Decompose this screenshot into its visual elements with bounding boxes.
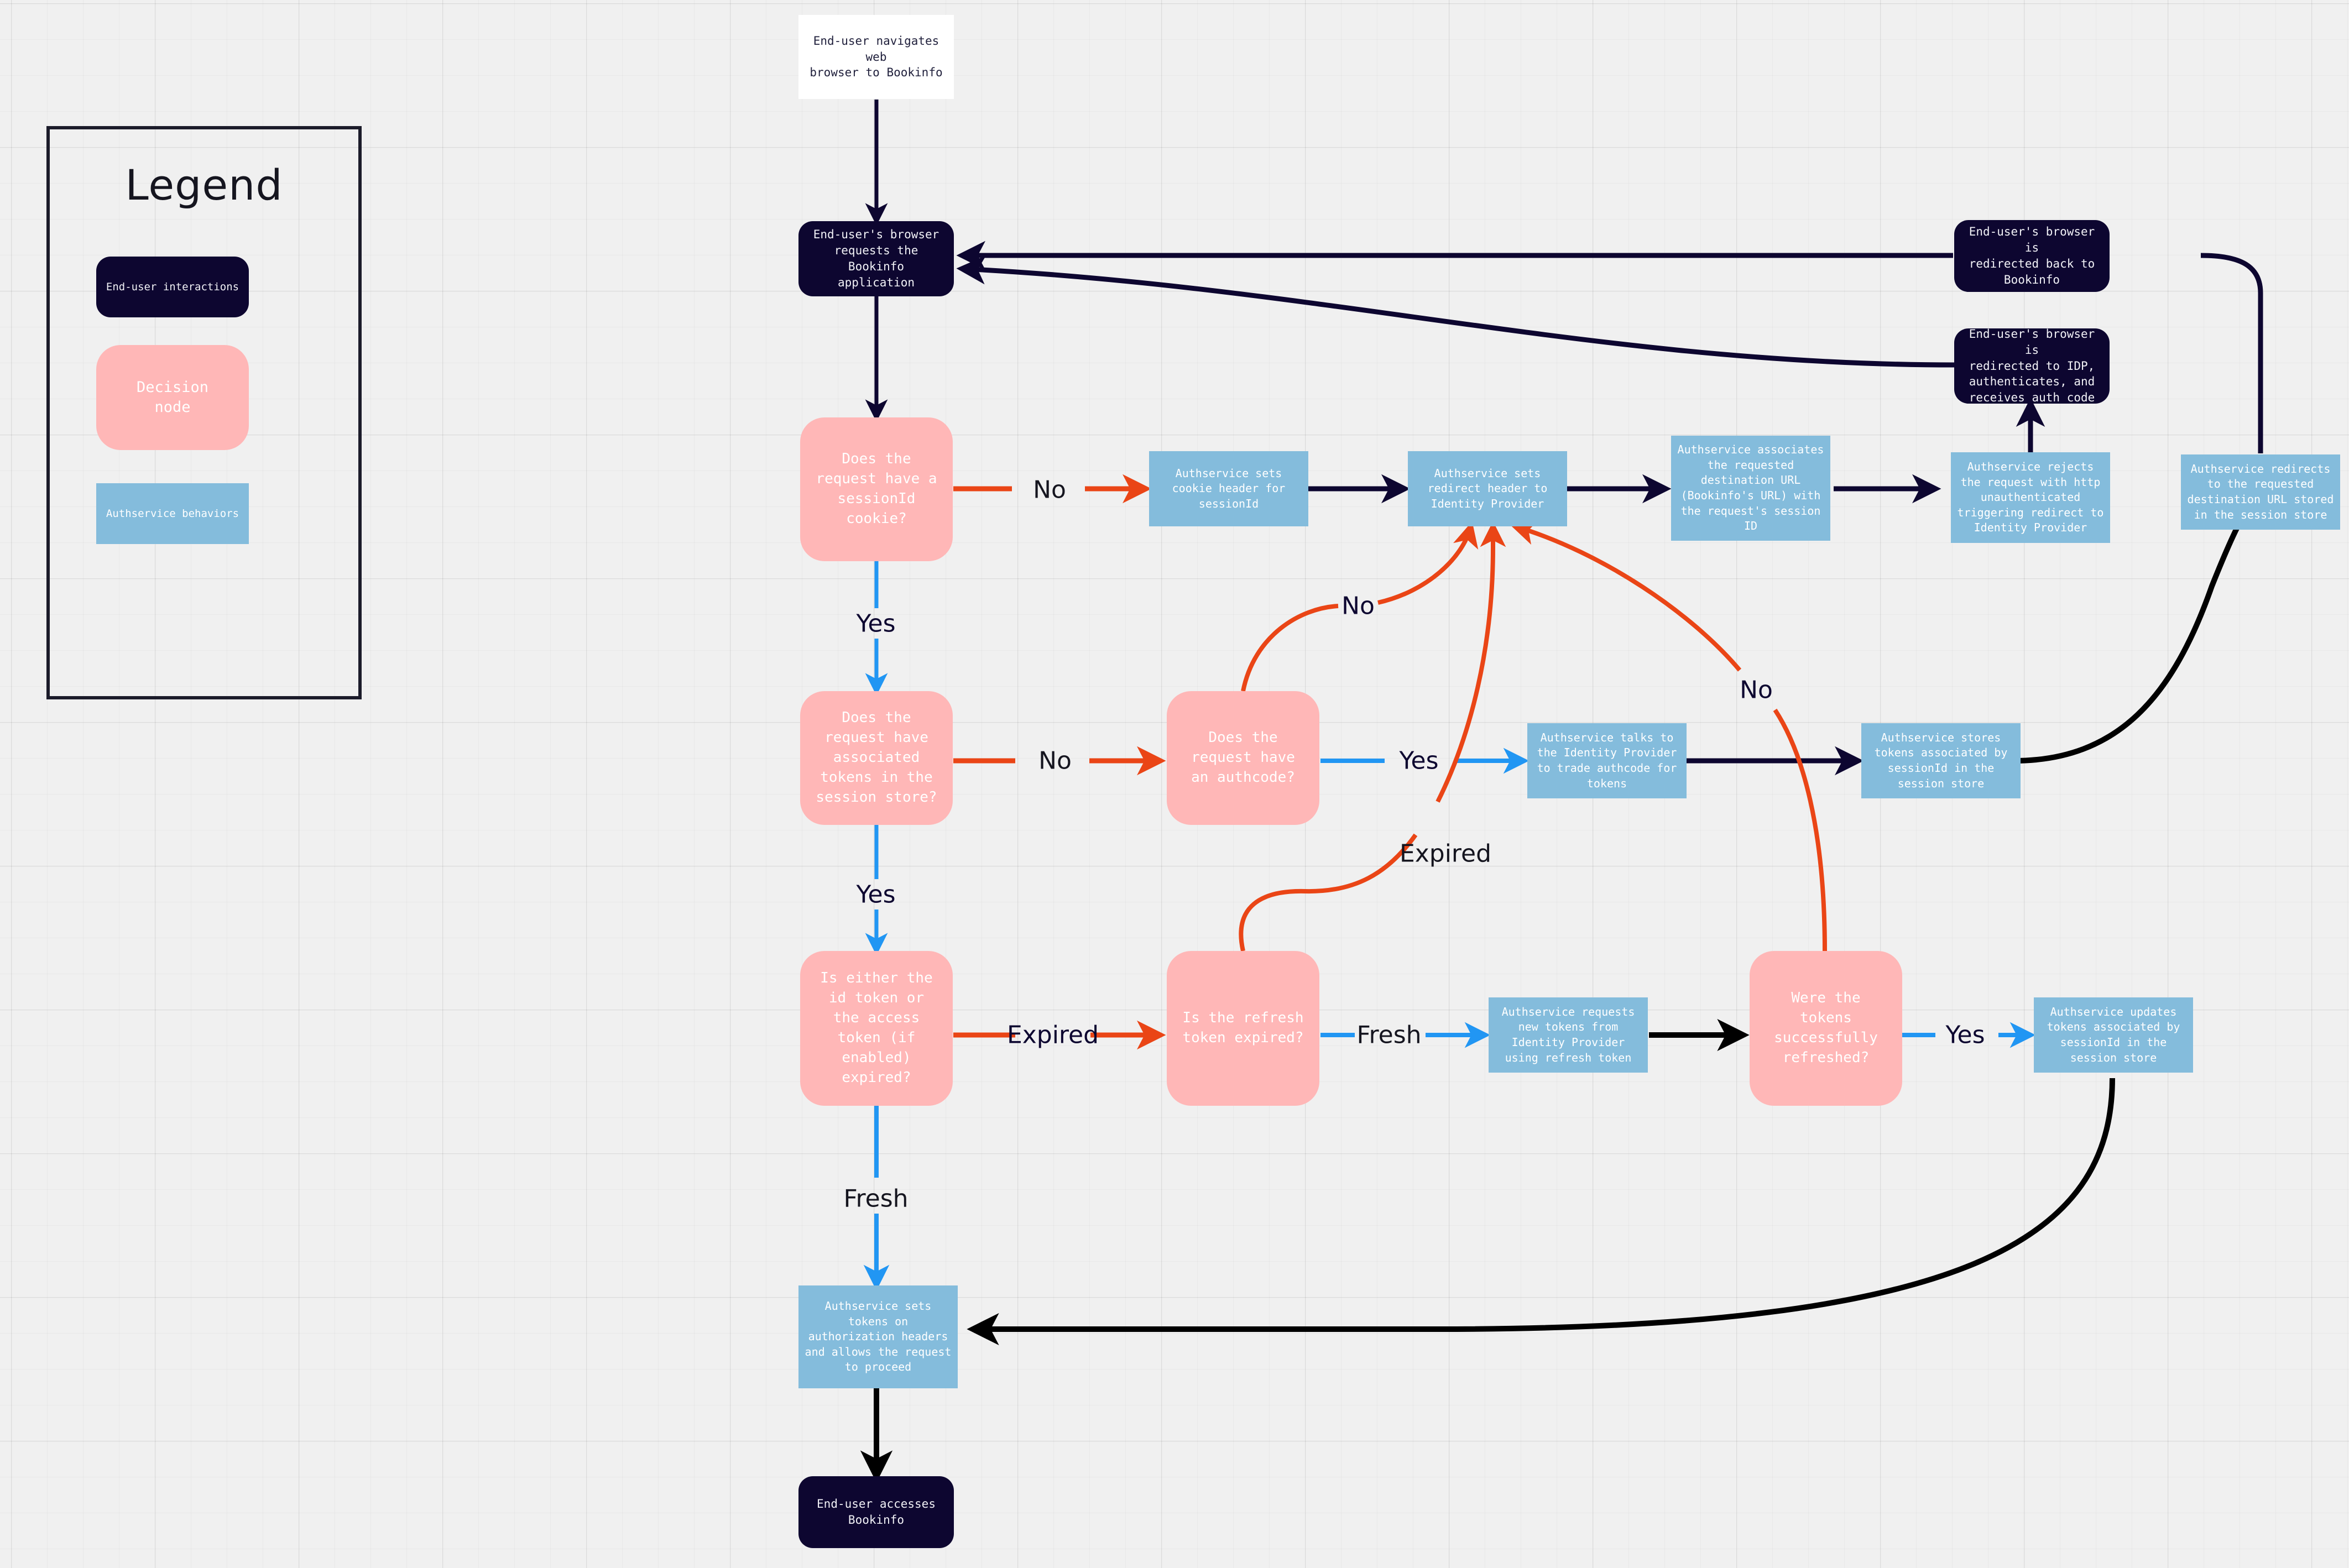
edge-label-expired-7: Expired (1399, 839, 1492, 868)
node-decision-tokens-refreshed: Were the tokens successfully refreshed? (1750, 951, 1902, 1106)
node-set-authorization-headers: Authservice sets tokens on authorization… (798, 1285, 958, 1388)
node-store-tokens: Authservice stores tokens associated by … (1861, 723, 2021, 798)
node-decision-id-access-expired: Is either the id token or the access tok… (800, 951, 953, 1106)
node-end-user-accesses-bookinfo: End-user accesses Bookinfo (798, 1476, 954, 1548)
edge-label-yes-3: Yes (856, 880, 896, 909)
node-start: End-user navigates web browser to Bookin… (798, 15, 954, 99)
edge-label-no-6: No (1740, 676, 1773, 704)
edge-label-no-4: No (1341, 592, 1375, 620)
edge-label-no-2: No (1038, 746, 1072, 775)
legend-item-decision: Decision node (96, 345, 249, 450)
node-trade-authcode-for-tokens: Authservice talks to the Identity Provid… (1527, 723, 1687, 798)
node-redirect-to-destination: Authservice redirects to the requested d… (2181, 454, 2340, 530)
legend-item-end-user: End-user interactions (96, 257, 249, 317)
node-decision-has-authcode: Does the request have an authcode? (1167, 691, 1319, 825)
edge-label-fresh-9: Fresh (1356, 1021, 1422, 1049)
legend-title: Legend (125, 160, 283, 210)
edge-label-yes-10: Yes (1945, 1021, 1985, 1049)
edge-label-fresh-11: Fresh (843, 1184, 909, 1213)
edge-label-yes-5: Yes (1399, 746, 1439, 775)
node-decision-refresh-expired: Is the refresh token expired? (1167, 951, 1319, 1106)
node-associate-destination-url: Authservice associates the requested des… (1671, 436, 1830, 541)
legend-item-authservice: Authservice behaviors (96, 483, 249, 544)
legend-panel: Legend End-user interactions Decision no… (46, 126, 362, 699)
node-browser-redirected-back: End-user's browser is redirected back to… (1954, 220, 2110, 292)
node-browser-requests: End-user's browser requests the Bookinfo… (798, 221, 954, 296)
node-browser-redirected-idp: End-user's browser is redirected to IDP,… (1954, 327, 2110, 404)
node-set-cookie-header: Authservice sets cookie header for sessi… (1149, 451, 1308, 526)
node-decision-sessionid-cookie: Does the request have a sessionId cookie… (800, 417, 953, 561)
edge-label-no-0: No (1033, 475, 1066, 504)
node-request-new-tokens: Authservice requests new tokens from Ide… (1489, 997, 1648, 1073)
node-set-redirect-header: Authservice sets redirect header to Iden… (1408, 451, 1567, 526)
node-decision-tokens-in-store: Does the request have associated tokens … (800, 691, 953, 825)
edge-label-yes-1: Yes (856, 609, 896, 638)
node-update-tokens: Authservice updates tokens associated by… (2034, 997, 2193, 1073)
node-reject-unauthenticated: Authservice rejects the request with htt… (1951, 452, 2110, 543)
edge-label-expired-8: Expired (1006, 1021, 1099, 1049)
